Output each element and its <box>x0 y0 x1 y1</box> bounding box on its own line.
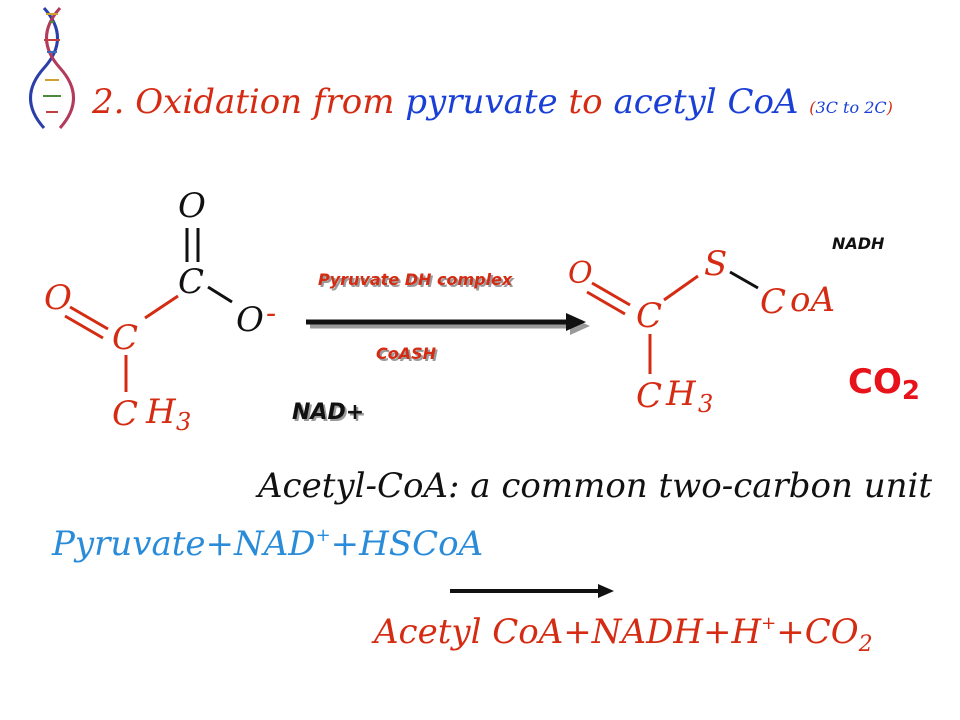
equation-right: Acetyl CoA+NADH+H++CO2 <box>374 612 873 657</box>
acoa-ch3-h: H <box>666 374 696 414</box>
slide-title: 2. Oxidation from pyruvate to acetyl CoA… <box>92 82 893 122</box>
pyr-c-keto: C <box>112 318 139 358</box>
title-number: 2. <box>92 82 125 122</box>
co2-main: CO <box>848 362 902 402</box>
acoa-c-coa: C <box>760 282 787 322</box>
pyr-o-keto: O <box>44 278 72 318</box>
acoa-o: O <box>568 256 593 291</box>
title-sub-close: ) <box>886 98 893 117</box>
title-part2: pyruvate <box>405 82 558 122</box>
tagline: Acetyl-CoA: a common two-carbon unit <box>258 466 933 506</box>
title-part3: to <box>568 82 603 122</box>
nadh-label: NADH <box>832 234 885 253</box>
bond-c-c <box>144 294 179 320</box>
pyr-o-top: O <box>178 186 206 226</box>
equation-right-sup: + <box>761 613 777 634</box>
equation-right-sub: 2 <box>858 632 873 657</box>
acoa-c: C <box>636 296 663 336</box>
enzyme-label: Pyruvate DH complex <box>318 270 513 289</box>
co2-label: CO2 <box>848 362 920 406</box>
equation-left: Pyruvate+NAD++HSCoA <box>52 524 483 564</box>
equation-right-a: Acetyl CoA+NADH+H <box>374 612 762 652</box>
acoa-bond-co-1 <box>591 281 631 307</box>
title-sub-text: 3C to 2C <box>815 98 887 117</box>
pyr-minus-sign: - <box>266 296 277 331</box>
pyr-ch3-c: C <box>112 394 139 434</box>
acoa-oa: oA <box>790 280 836 320</box>
bond-keto-2 <box>64 314 104 340</box>
acoa-bond-s-coa <box>729 270 759 290</box>
acoa-ch3-3: 3 <box>698 390 714 418</box>
title-part4: acetyl CoA <box>613 82 799 122</box>
cofactor-label: CoASH <box>376 344 437 363</box>
title-sub-open: ( <box>809 98 816 117</box>
acoa-bond-c-s <box>663 274 699 302</box>
acoa-bond-co-2 <box>586 290 626 316</box>
pyr-ch3-3: 3 <box>176 408 192 436</box>
pyr-o-minus: O <box>236 300 264 340</box>
acoa-ch3-c: C <box>636 376 663 416</box>
bond-c-ominus <box>207 285 233 304</box>
equation-left-a: Pyruvate+NAD <box>52 524 316 564</box>
equation-left-b: +HSCoA <box>330 524 484 564</box>
equation-right-b: +CO <box>776 612 859 652</box>
pyr-ch3-h: H <box>146 392 176 432</box>
co2-sub: 2 <box>901 376 920 406</box>
acoa-s: S <box>704 244 728 284</box>
bond-keto-1 <box>69 305 109 331</box>
nad-label: NAD+ <box>292 400 365 425</box>
title-part1: Oxidation from <box>135 82 395 122</box>
pyr-c-carboxyl: C <box>178 262 205 302</box>
equation-left-sup: + <box>315 525 331 546</box>
